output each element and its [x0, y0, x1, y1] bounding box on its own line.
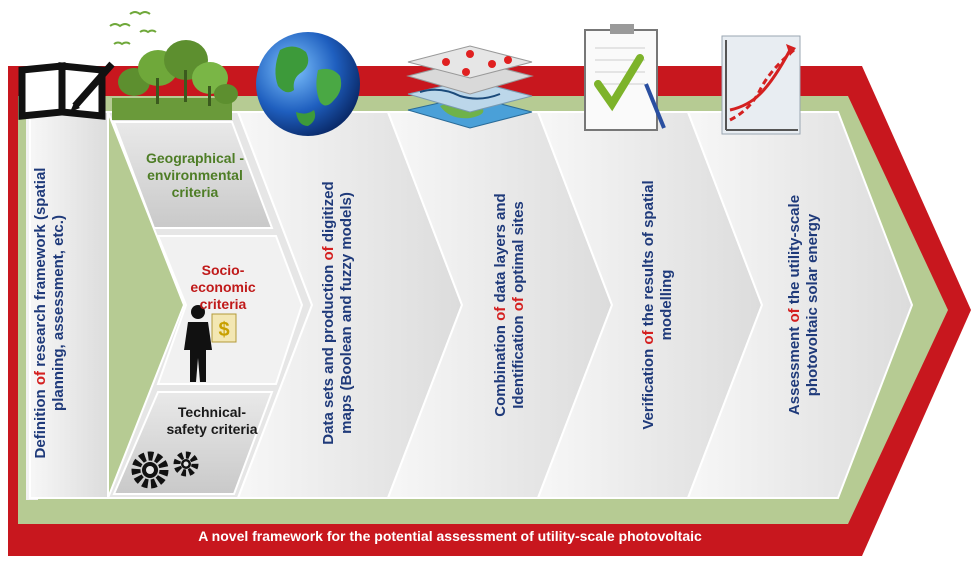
- step-3-label: Combination of data layers and Identific…: [492, 193, 527, 417]
- footer-caption: A novel framework for the potential asse…: [198, 528, 702, 544]
- step-4-label: Verification of the results of spatial m…: [640, 180, 675, 430]
- forest-birds-icon: [109, 11, 238, 120]
- businessman-icon: [184, 305, 212, 382]
- criteria-socio-label: Socio-economic criteria: [190, 262, 256, 312]
- criteria-geo-label: Geographical - environmental criteria: [145, 150, 245, 200]
- step-2-label: Data sets and production of digitized ma…: [320, 181, 355, 445]
- earth-globe-icon: [256, 32, 360, 136]
- dollar-icon: $: [211, 313, 237, 343]
- book-pen-icon: [18, 61, 115, 120]
- step-1-label: Definition of research framework (spatia…: [32, 167, 67, 459]
- svg-text:$: $: [218, 319, 229, 341]
- rising-chart-icon: [721, 35, 801, 135]
- step-5-label: Assessment of the utility-scale photovol…: [786, 194, 821, 416]
- clipboard-check-icon: [584, 24, 666, 131]
- map-layers-icon: [406, 45, 534, 129]
- criteria-panel-geo: [112, 121, 274, 229]
- chevron-step-5: [686, 111, 914, 499]
- gears-icon: [131, 451, 199, 489]
- criteria-tech-label: Technical- safety criteria: [166, 404, 258, 437]
